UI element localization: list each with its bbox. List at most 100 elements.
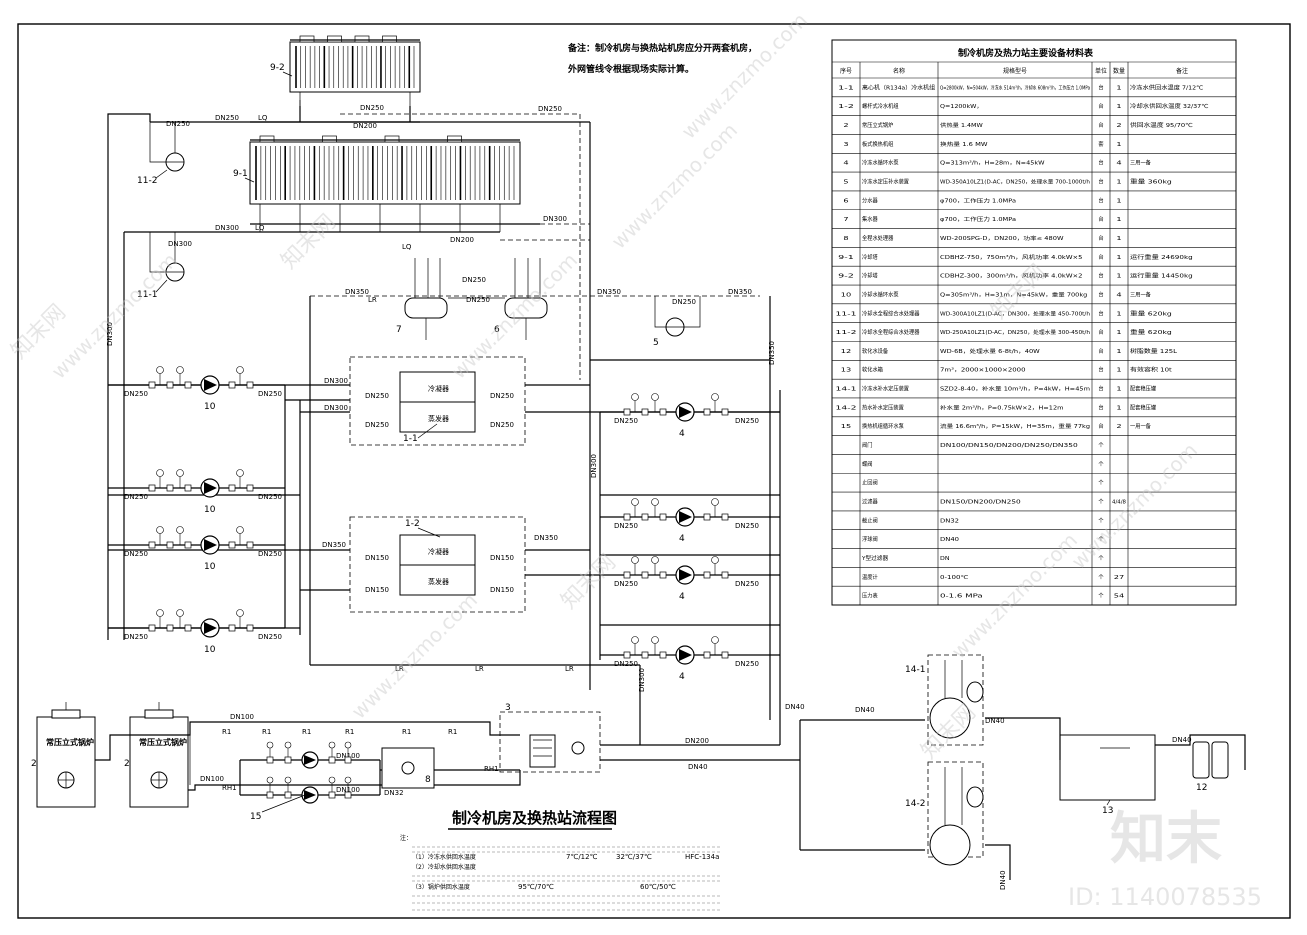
notes-val-1: 7℃/12℃ xyxy=(566,853,598,861)
notes-block: 注： （1）冷冻水供回水温度 （2）冷却水供回水温度 （3）锅炉供回水温度 7℃… xyxy=(400,834,720,911)
table-cell: 台 xyxy=(1098,215,1104,223)
table-cell: 温度计 xyxy=(862,573,878,581)
boiler-a-name: 常压立式锅炉 xyxy=(46,737,94,747)
pump-4-dn-3: DN250 xyxy=(614,580,638,588)
table-cell: Q=305m³/h，H=31m，N=45kW，重量 700kg xyxy=(940,291,1087,298)
table-cell: CDBHZ-300，300m³/h，风机功率 4.0kW×2 xyxy=(940,273,1083,280)
pipe-dn250-g: DN250 xyxy=(490,392,514,400)
pump-10-2-label: 10 xyxy=(204,505,216,515)
table-cell: 个 xyxy=(1098,442,1104,449)
pump-10-2: 10 xyxy=(148,469,254,515)
table-cell: 10 xyxy=(841,292,852,298)
table-cell: 个 xyxy=(1098,517,1104,524)
watermark-brand: 知末 xyxy=(1110,807,1222,872)
pump-15-label: 15 xyxy=(250,812,261,822)
condenser-water-pipes xyxy=(107,100,591,640)
pump-4-2: 4 xyxy=(623,498,729,544)
table-cell: 分水器 xyxy=(862,196,878,204)
pump-4-dn-out-2: DN250 xyxy=(735,522,759,530)
table-cell: 台 xyxy=(1098,196,1104,204)
pump-10-dn-3: DN250 xyxy=(124,550,148,558)
distributor-6-label: 6 xyxy=(494,325,500,335)
pipe-dn32-a: DN32 xyxy=(384,789,404,797)
pump-4-dn-out-3: DN250 xyxy=(735,580,759,588)
table-cell: 补水量 2m³/h，P=0.75kW×2，H=12m xyxy=(940,404,1064,411)
watermark-site-cn-c: 知末网 xyxy=(557,550,621,614)
press-14-1-label: 14-1 xyxy=(905,665,925,675)
pipe-rh1-b: RH1 xyxy=(484,765,499,773)
pressure-unit-14-2 xyxy=(927,761,984,866)
pump-4-3: 4 xyxy=(623,556,729,602)
table-cell: 供回水温度 95/70℃ xyxy=(1130,121,1193,129)
table-cell: 台 xyxy=(1098,422,1104,430)
pipe-r1-f: R1 xyxy=(448,728,457,736)
table-cell: 止回阀 xyxy=(862,479,878,487)
table-cell: 1 xyxy=(1116,274,1121,280)
watermark-site-g: www.znzmo.com xyxy=(677,8,813,144)
pipe-dn100-b: DN100 xyxy=(200,775,224,783)
table-cell: 运行重量 24690kg xyxy=(1130,253,1193,261)
table-cell: 14-1 xyxy=(836,387,857,393)
table-cell: 台 xyxy=(1098,385,1104,393)
table-cell: 重量 360kg xyxy=(1130,178,1172,186)
pipe-dn300-a: DN300 xyxy=(215,224,239,232)
pipe-dn40-e: DN40 xyxy=(999,870,1007,890)
pipe-dn350-b: DN350 xyxy=(597,288,621,296)
table-cell: 1 xyxy=(1116,217,1121,223)
table-cell: 集水器 xyxy=(862,215,878,223)
pipe-dn300-c: DN300 xyxy=(543,215,567,223)
table-cell: 4 xyxy=(1116,292,1122,298)
pipe-dn300-d: DN300 xyxy=(324,377,348,385)
distributor-6 xyxy=(504,258,548,340)
table-cell: 个 xyxy=(1098,536,1104,543)
pipe-r1-d: R1 xyxy=(345,728,354,736)
table-cell: 台 xyxy=(1098,253,1104,261)
unit-5-label: 5 xyxy=(653,338,659,348)
table-cell: 个 xyxy=(1098,593,1104,600)
table-cell: 热水补水定压装置 xyxy=(862,403,904,411)
pump-4-1: 4 xyxy=(623,393,729,439)
pipe-dn350-a: DN350 xyxy=(345,288,369,296)
table-cell: 个 xyxy=(1098,480,1104,487)
heating-pumps xyxy=(266,741,352,804)
pump-10-dn-out-2: DN250 xyxy=(258,493,282,501)
hx-3-label: 3 xyxy=(505,703,511,713)
table-cell: 11-1 xyxy=(836,311,857,317)
table-cell: 换热机组循环水泵 xyxy=(862,422,904,430)
table-cell: CDBHZ-750，750m³/h，风机功率 4.0kW×5 xyxy=(940,254,1083,261)
table-cell: 13 xyxy=(841,368,852,374)
table-header-cell: 规格型号 xyxy=(1003,67,1027,75)
table-cell: 树脂数量 125L xyxy=(1130,347,1178,355)
tower-9-1-label: 9-1 xyxy=(233,169,248,179)
table-cell: 0-1.6 MPa xyxy=(940,594,983,600)
table-cell: 压力表 xyxy=(862,592,878,600)
table-cell: φ700，工作压力 1.0MPa xyxy=(940,197,1016,204)
table-header-cell: 单位 xyxy=(1095,67,1107,75)
table-cell: 套 xyxy=(1098,140,1104,148)
tower-9-2-label: 9-2 xyxy=(270,63,285,73)
pump-4-3-label: 4 xyxy=(679,592,685,602)
pipe-dn250-d: DN250 xyxy=(360,104,384,112)
watermark-site-cn-b: 知末网 xyxy=(277,210,341,274)
pipe-dn350-d: DN350 xyxy=(322,541,346,549)
table-cell: SZD2-8-40，补水量 10m³/h，P=4kW，H=45m xyxy=(940,386,1090,393)
water-treatment-11-2 xyxy=(149,122,185,172)
table-cell: 过滤器 xyxy=(862,497,878,505)
table-cell: 14-2 xyxy=(836,405,857,411)
watermark-id: ID: 1140078535 xyxy=(1068,883,1262,911)
table-cell: 冷却水全程综合水处理器 xyxy=(862,328,920,336)
table-cell: 15 xyxy=(841,424,852,430)
table-cell: 三用一备 xyxy=(1130,290,1151,298)
boiler-b-name: 常压立式锅炉 xyxy=(139,737,187,747)
table-cell: 冷冻水供回水温度 7/12℃ xyxy=(1130,83,1203,91)
